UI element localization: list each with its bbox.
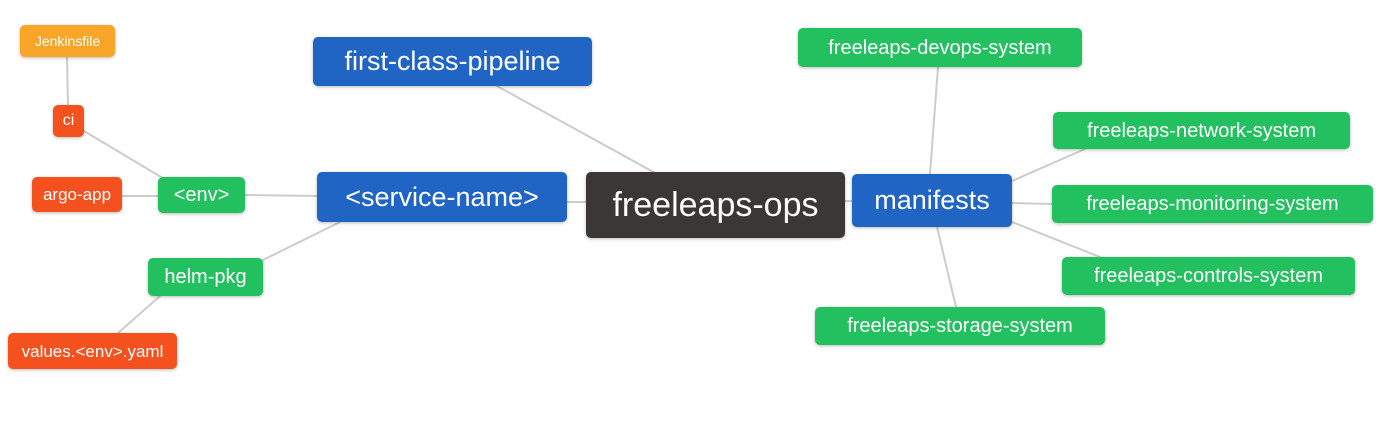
node-jenkinsfile[interactable]: Jenkinsfile <box>20 25 115 57</box>
edge-manifests-to-freeleaps-network-system <box>1011 148 1086 182</box>
node-ci[interactable]: ci <box>53 105 84 137</box>
node-label: argo-app <box>42 185 112 204</box>
node-values-env-yaml[interactable]: values.<env>.yaml <box>8 333 177 369</box>
node-freeleaps-network-system[interactable]: freeleaps-network-system <box>1053 112 1350 149</box>
node-freeleaps-devops-system[interactable]: freeleaps-devops-system <box>798 28 1082 67</box>
edge-first-class-pipeline-to-freeleaps-ops <box>496 85 658 175</box>
node-label: freeleaps-controls-system <box>1094 265 1323 287</box>
node-first-class-pipeline[interactable]: first-class-pipeline <box>313 37 592 86</box>
node-label: helm-pkg <box>164 266 247 288</box>
node-label: first-class-pipeline <box>344 46 561 76</box>
edge-env-to-service-name <box>244 194 318 197</box>
node-label: freeleaps-ops <box>612 186 819 224</box>
edge-service-name-to-helm-pkg <box>262 221 341 261</box>
edge-manifests-to-freeleaps-storage-system <box>936 226 957 308</box>
node-freeleaps-monitoring-system[interactable]: freeleaps-monitoring-system <box>1052 185 1373 223</box>
edge-manifests-to-freeleaps-controls-system <box>1011 221 1101 258</box>
node-label: manifests <box>874 185 990 215</box>
edge-helm-pkg-to-values-env-yaml <box>117 295 161 334</box>
node-label: Jenkinsfile <box>34 33 101 49</box>
node-argo-app[interactable]: argo-app <box>32 177 122 212</box>
edge-ci-to-env <box>83 130 162 178</box>
node-label: <service-name> <box>345 181 539 212</box>
node-env[interactable]: <env> <box>158 177 245 213</box>
node-label: freeleaps-monitoring-system <box>1086 193 1339 215</box>
node-label: ci <box>62 112 75 129</box>
edge-manifests-to-freeleaps-monitoring-system <box>1011 202 1053 205</box>
node-freeleaps-storage-system[interactable]: freeleaps-storage-system <box>815 307 1105 345</box>
node-helm-pkg[interactable]: helm-pkg <box>148 258 263 296</box>
node-label: values.<env>.yaml <box>21 341 164 361</box>
edge-manifests-to-freeleaps-devops-system <box>929 66 939 175</box>
node-label: <env> <box>173 184 230 206</box>
node-manifests[interactable]: manifests <box>852 174 1012 227</box>
node-freeleaps-controls-system[interactable]: freeleaps-controls-system <box>1062 257 1355 295</box>
node-label: freeleaps-storage-system <box>847 315 1073 337</box>
edge-jenkinsfile-to-ci <box>66 56 69 106</box>
node-label: freeleaps-network-system <box>1087 119 1316 142</box>
node-label: freeleaps-devops-system <box>828 36 1052 59</box>
node-service-name[interactable]: <service-name> <box>317 172 567 222</box>
node-freeleaps-ops[interactable]: freeleaps-ops <box>586 172 845 238</box>
